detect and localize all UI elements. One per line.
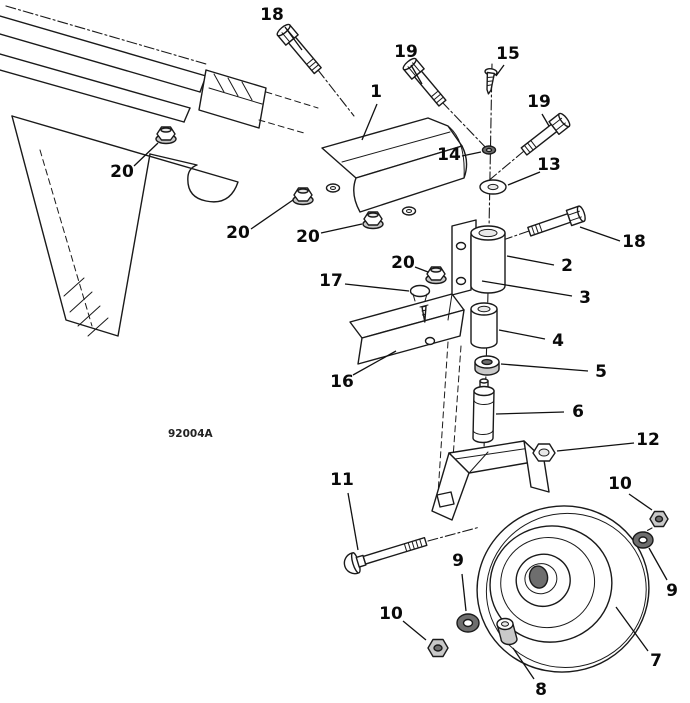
spacer-tube-part4	[470, 302, 498, 349]
leader-line-9	[461, 573, 467, 612]
callout-5: 5	[595, 362, 607, 382]
washer-part9-left	[456, 613, 480, 633]
wheel-part7	[476, 505, 650, 673]
leader-line-10	[628, 493, 653, 511]
callout-9: 9	[452, 551, 464, 571]
hatch-marks	[63, 73, 253, 337]
callout-14: 14	[437, 145, 461, 165]
flange-nut-20-bracket-left	[292, 187, 314, 206]
leader-line-20	[414, 266, 429, 273]
leader-line-1	[361, 103, 378, 141]
mounting-bracket-part1	[321, 117, 468, 216]
leader-line-19	[410, 64, 423, 85]
callout-18: 18	[622, 232, 646, 252]
leader-line-8	[512, 647, 535, 680]
diagram-code: 92004A	[168, 428, 214, 440]
support-bar-part16	[349, 293, 465, 365]
callout-20: 20	[226, 223, 250, 243]
leader-line-18	[284, 26, 303, 51]
carriage-bolt-part11	[343, 536, 428, 575]
flat-washer-part13	[479, 179, 507, 195]
hex-bolt-part18-top	[276, 23, 322, 75]
hex-nut-part12	[532, 443, 556, 462]
hex-bolt-part19-left	[402, 57, 447, 107]
leader-line-5	[500, 363, 589, 372]
hex-bolt-part19-right	[520, 112, 571, 156]
callout-19: 19	[527, 92, 551, 112]
callout-10: 10	[608, 474, 632, 494]
leader-line-17	[344, 283, 410, 292]
leader-line-16	[352, 350, 397, 376]
callout-8: 8	[535, 680, 547, 700]
callout-11: 11	[330, 470, 354, 490]
callout-3: 3	[579, 288, 591, 308]
callout-10: 10	[379, 604, 403, 624]
leader-line-20	[320, 223, 363, 234]
leader-line-13	[507, 171, 541, 186]
callout-2: 2	[561, 256, 573, 276]
flange-nut-20-pivot	[425, 266, 447, 285]
leader-line-6	[495, 411, 565, 415]
bushing-part5	[474, 355, 500, 376]
callout-4: 4	[552, 331, 564, 351]
pivot-housing-part2	[470, 225, 506, 294]
deck-frame	[0, 5, 319, 337]
leader-line-7	[615, 606, 649, 652]
hex-nut-part10-right	[649, 510, 669, 528]
leader-line-2	[506, 255, 555, 266]
callout-12: 12	[636, 430, 660, 450]
leader-line-18	[579, 226, 621, 242]
lock-ring-part14	[481, 145, 497, 155]
leader-line-15	[495, 64, 505, 77]
leader-line-3	[481, 280, 573, 297]
callout-1: 1	[370, 82, 382, 102]
callout-9: 9	[666, 581, 678, 601]
leader-line-19	[541, 113, 550, 127]
axle-spacer-part8	[496, 617, 518, 646]
callout-20: 20	[110, 162, 134, 182]
callout-6: 6	[572, 402, 584, 422]
callout-18: 18	[260, 5, 284, 25]
leader-line-20	[133, 142, 159, 167]
callout-17: 17	[319, 271, 343, 291]
callout-15: 15	[496, 44, 520, 64]
leader-line-4	[498, 329, 546, 340]
leader-line-9	[648, 547, 668, 581]
caster-fork	[431, 440, 550, 521]
callout-20: 20	[296, 227, 320, 247]
plug-button-part17	[409, 284, 431, 323]
leader-line-11	[347, 492, 359, 551]
washer-part9-right	[632, 531, 654, 549]
callout-13: 13	[537, 155, 561, 175]
hex-bolt-part18-right	[527, 205, 586, 237]
leader-line-12	[556, 442, 635, 452]
callout-7: 7	[650, 651, 662, 671]
leader-line-20	[250, 199, 294, 230]
callout-20: 20	[391, 253, 415, 273]
flange-nut-20-frame	[155, 126, 177, 145]
callout-19: 19	[394, 42, 418, 62]
callout-16: 16	[330, 372, 354, 392]
hex-nut-part10-left	[427, 638, 449, 658]
spindle-part6	[472, 378, 495, 444]
screw-part15	[484, 68, 498, 95]
leader-line-10	[402, 620, 427, 641]
frame-channel	[198, 69, 267, 129]
callout-layer: 18 19 15 1 19 14 13 20 20 20 18 23 20 17 4 16 56 12 11 10 9 7…	[110, 5, 678, 700]
leader-line-14	[461, 151, 482, 157]
flange-nut-20-bracket-right	[362, 211, 384, 230]
